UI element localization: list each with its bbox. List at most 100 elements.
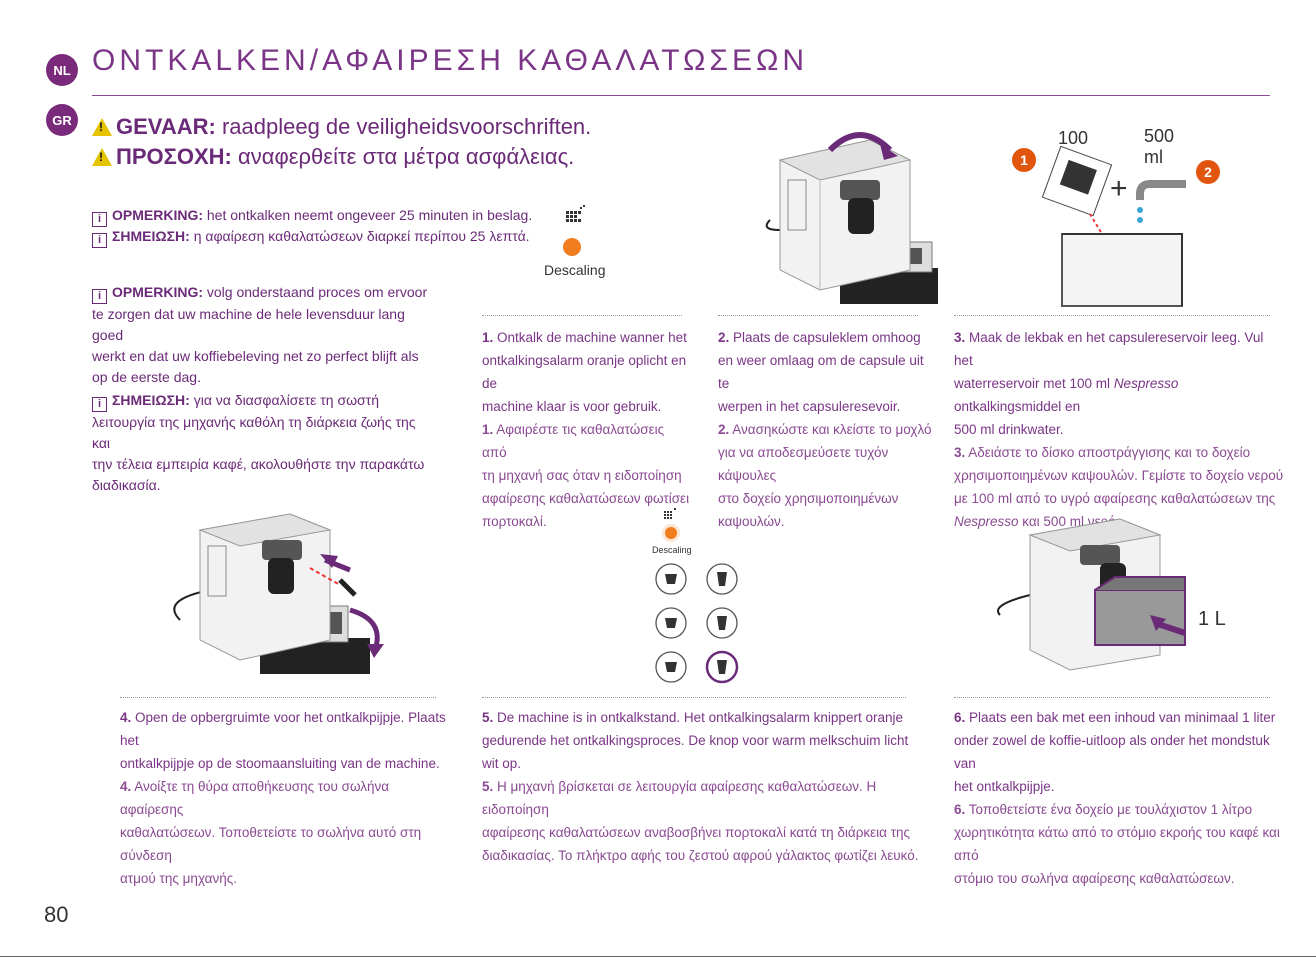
step-3: 3. Maak de lekbak en het capsulereservoi… [954,326,1284,533]
language-badge-gr: GR [46,104,78,136]
step-1-gr-line3: πορτοκαλί. [482,514,547,529]
tap-icon [1136,180,1186,223]
divider [482,315,682,316]
step-6-gr-line0: Τοποθετείστε ένα δοχείο με τουλάχιστον 1… [965,802,1253,817]
step-2-gr-line2: στο δοχείο χρησιμοποιημένων [718,491,899,506]
note1-label-gr: ΣΗΜΕΙΩΣΗ: [112,228,190,244]
step-2-gr-line0: Ανασηκώστε και κλείστε το μοχλό [729,422,932,437]
step-4-nl-line0: Open de opbergruimte voor het ontkalkpij… [120,710,446,748]
step-1-gr-line1: τη μηχανή σας όταν η ειδοποίηση [482,468,682,483]
step-3-number-gr: 3. [954,445,966,460]
divider [718,315,918,316]
descaling-sachet-icon [1041,145,1113,217]
warning-gr: ΠΡΟΣΟΧΗ: αναφερθείτε στα μέτρα ασφάλειας… [92,144,574,170]
step-3-nl-line1: waterreservoir met 100 ml Nespresso ontk… [954,372,1284,418]
note1-label-nl: OPMERKING: [112,207,203,223]
step-5-number-nl: 5. [482,710,494,725]
step-2-number-gr: 2. [718,422,730,437]
step-1-gr-line2: αφαίρεσης καθαλατώσεων φωτίσει [482,491,690,506]
step-6: 6. Plaats een bak met een inhoud van min… [954,706,1284,890]
step-3-gr-line0: Αδειάστε το δίσκο αποστράγγισης και το δ… [965,445,1251,460]
step-5: 5. De machine is in ontkalkstand. Het on… [482,706,922,867]
descaling-alarm-light [563,238,581,256]
warning-nl: GEVAAR: raadpleeg de veiligheidsvoorschr… [92,114,591,140]
step-4: 4. Open de opbergruimte voor het ontkalk… [120,706,450,890]
warning-text-nl: raadpleeg de veiligheidsvoorschriften. [215,114,592,139]
step-6-nl-line1: onder zowel de koffie-uitloop als onder … [954,733,1270,771]
plus-sign: + [1110,172,1128,205]
language-badge-nl: NL [46,54,78,86]
note2-text-nl: volg onderstaand proces om ervoor [203,284,428,300]
info-icon: i [92,289,107,304]
step-2-nl-line1: en weer omlaag om de capsule uit te [718,353,924,391]
note2-label-gr: ΣΗΜΕΙΩΣΗ: [112,392,190,408]
warning-label-gr: ΠΡΟΣΟΧΗ: [116,144,232,169]
step-6-nl-line2: het ontkalkpijpje. [954,779,1055,794]
step-6-nl-line0: Plaats een bak met een inhoud van minima… [965,710,1276,725]
note2-gr-line2: την τέλεια εμπειρία καφέ, ακολουθήστε τη… [92,456,425,472]
divider [954,697,1270,698]
descaling-symbol-icon [564,205,586,228]
step-4-nl-line1: ontkalkpijpje op de stoomaansluiting van… [120,756,440,771]
number-badge-1: 1 [1012,148,1036,172]
control-panel-buttons [655,562,745,697]
warning-icon [92,148,112,166]
machine-lever-illustration [760,120,940,315]
step-5-gr-line0: Η μηχανή βρίσκεται σε λειτουργία αφαίρεσ… [482,779,877,817]
warning-icon [92,118,112,136]
step-1: 1. Ontkalk de machine wanner het ontkalk… [482,326,692,533]
step-5-number-gr: 5. [482,779,494,794]
label-500ml: 500 ml [1144,126,1175,167]
note2-nl-line1: te zorgen dat uw machine de hele levensd… [92,306,405,343]
warning-label-nl: GEVAAR: [116,114,216,139]
warning-text-gr: αναφερθείτε στα μέτρα ασφάλειας. [231,144,575,169]
info-icon: i [92,233,107,248]
step-2-nl-line0: Plaats de capsuleklem omhoog [729,330,921,345]
machine-with-container-illustration [990,515,1190,680]
step-1-number-gr: 1. [482,422,494,437]
step-4-gr-line0: Ανοίξτε τη θύρα αποθήκευσης του σωλήνα α… [120,779,390,817]
note2-gr-line3: διαδικασία. [92,477,161,493]
descaling-label-small: Descaling [652,545,692,555]
step-2-gr-line3: καψουλών. [718,514,785,529]
page-number: 80 [44,902,69,927]
step-6-number-nl: 6. [954,710,966,725]
note2-nl-line2: werkt en dat uw koffiebeleving net zo pe… [92,348,419,364]
step-5-gr-line2: διαδικασίας. Το πλήκτρο αφής του ζεστού … [482,848,919,863]
step-2-number-nl: 2. [718,330,730,345]
step-3-gr-line1: χρησιμοποιημένων καψουλών. Γεμίστε το δο… [954,468,1284,483]
divider [120,697,436,698]
machine-descaling-pipe-illustration [160,510,400,685]
step-6-gr-line2: στόμιο του σωλήνα αφαίρεσης καθαλατώσεων… [954,871,1235,886]
bottom-rule [0,956,1316,957]
step-3-nl-line0: Maak de lekbak en het capsulereservoir l… [954,330,1264,368]
title-nl: ONTKALKEN/ [92,44,323,77]
step-3-nl-line1b: ontkalkingsmiddel en [954,399,1081,414]
title-rule [92,95,1270,96]
step-1-gr-line0: Αφαιρέστε τις καθαλατώσεις από [482,422,665,460]
step-5-nl-line1: gedurende het ontkalkingsproces. De knop… [482,733,909,771]
step-2-nl-line2: werpen in het capsuleresevoir. [718,399,901,414]
step-2-gr-line1: για να αποδεσμεύσετε τυχόν κάψουλες [718,445,889,483]
note1-text-gr: η αφαίρεση καθαλατώσεων διαρκεί περίπου … [189,228,530,244]
note2-gr-line1: λειτουργία της μηχανής καθόλη τη διάρκει… [92,414,416,451]
step-5-nl-line0: De machine is in ontkalkstand. Het ontka… [493,710,903,725]
step-6-number-gr: 6. [954,802,966,817]
divider [482,697,906,698]
label-1l: 1 L [1198,608,1226,630]
step-2: 2. Plaats de capsuleklem omhoog en weer … [718,326,933,533]
step-3-number-nl: 3. [954,330,966,345]
step-5-gr-line1: αφαίρεσης καθαλατώσεων αναβοσβήνει πορτο… [482,825,911,840]
descaling-label: Descaling [544,262,606,278]
step-1-nl-line0: Ontkalk de machine wanner het [493,330,687,345]
note2-nl-line3: op de eerste dag. [92,369,201,385]
divider [954,315,1270,316]
step-4-gr-line2: ατμού της μηχανής. [120,871,237,886]
step-1-number-nl: 1. [482,330,494,345]
step-3-nl-line2: 500 ml drinkwater. [954,422,1064,437]
descaling-symbol-icon-small [663,507,679,526]
note1-text-nl: het ontkalken neemt ongeveer 25 minuten … [203,207,533,223]
